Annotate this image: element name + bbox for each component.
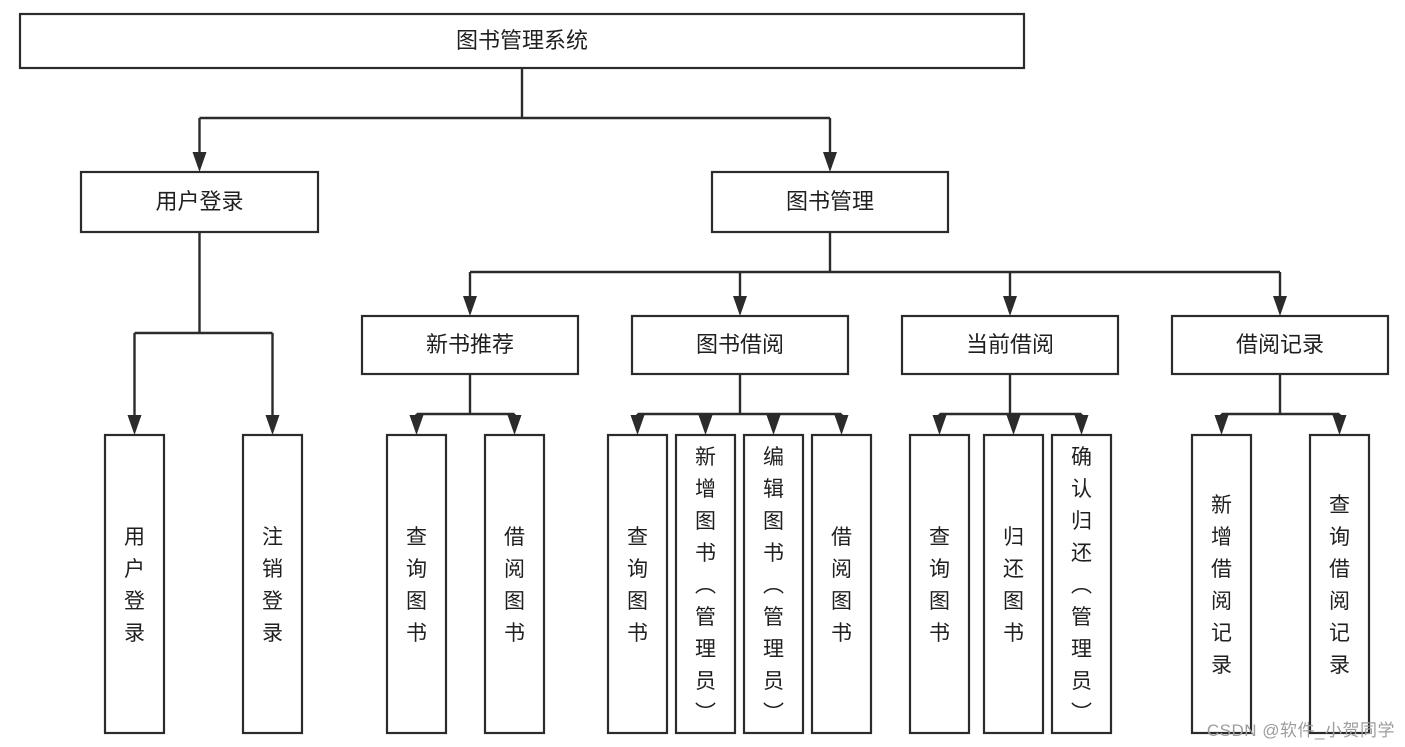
- leaf-node[interactable]: 注销登录: [241, 433, 304, 735]
- connector-lines: [127, 68, 1347, 435]
- arrow-head-icon: [630, 415, 645, 435]
- category-label: 图书借阅: [696, 332, 784, 357]
- arrow-head-icon: [1074, 415, 1089, 435]
- root-box[interactable]: [18, 12, 1026, 70]
- leaf-node[interactable]: 查询图书: [385, 433, 448, 735]
- leaf-label: 借阅图书: [504, 526, 525, 645]
- branch-node[interactable]: 用户登录: [79, 170, 320, 234]
- branch-label: 用户登录: [155, 189, 243, 214]
- leaf-label: 确认归还︵管理员︶: [1071, 446, 1092, 725]
- node-boxes: 图书管理系统用户登录图书管理新书推荐图书借阅当前借阅借阅记录用户登录注销登录查询…: [18, 12, 1390, 735]
- arrow-head-icon: [127, 415, 142, 435]
- leaf-label: 注销登录: [262, 526, 283, 645]
- leaf-label: 查询图书: [627, 526, 648, 645]
- leaf-label: 查询图书: [406, 526, 427, 645]
- arrow-head-icon: [1332, 415, 1347, 435]
- leaf-node[interactable]: 新增借阅记录: [1190, 433, 1253, 735]
- arrow-head-icon: [265, 415, 280, 435]
- leaf-box[interactable]: [385, 433, 448, 735]
- arrow-head-icon: [823, 152, 837, 172]
- leaf-box[interactable]: [674, 433, 737, 735]
- leaf-label: 新增借阅记录: [1211, 494, 1232, 677]
- leaf-box[interactable]: [1050, 433, 1113, 735]
- category-box[interactable]: [360, 314, 580, 376]
- leaf-box[interactable]: [742, 433, 805, 735]
- arrow-head-icon: [932, 415, 947, 435]
- root-node[interactable]: 图书管理系统: [18, 12, 1026, 70]
- leaf-label: 用户登录: [124, 526, 145, 645]
- leaf-node[interactable]: 查询图书: [606, 433, 669, 735]
- root-label: 图书管理系统: [456, 28, 588, 53]
- arrow-head-icon: [1214, 415, 1229, 435]
- leaf-label: 借阅图书: [831, 526, 852, 645]
- leaf-node[interactable]: 查询图书: [908, 433, 971, 735]
- leaf-node[interactable]: 编辑图书︵管理员︶: [742, 433, 805, 735]
- branch-label: 图书管理: [786, 189, 874, 214]
- arrow-head-icon: [1006, 415, 1021, 435]
- category-label: 借阅记录: [1236, 332, 1324, 357]
- arrow-head-icon: [766, 415, 781, 435]
- leaf-node[interactable]: 归还图书: [982, 433, 1045, 735]
- arrow-head-icon: [192, 152, 207, 172]
- leaf-box[interactable]: [908, 433, 971, 735]
- leaf-box[interactable]: [1308, 433, 1371, 735]
- category-box[interactable]: [630, 314, 850, 376]
- leaf-box[interactable]: [1190, 433, 1253, 735]
- category-box[interactable]: [900, 314, 1120, 376]
- arrow-head-icon: [733, 296, 747, 316]
- leaf-node[interactable]: 查询借阅记录: [1308, 433, 1371, 735]
- arrow-head-icon: [463, 296, 477, 316]
- arrow-head-icon: [834, 415, 849, 435]
- category-node[interactable]: 新书推荐: [360, 314, 580, 376]
- category-node[interactable]: 借阅记录: [1170, 314, 1390, 376]
- category-label: 当前借阅: [966, 332, 1054, 357]
- branch-node[interactable]: 图书管理: [710, 170, 950, 234]
- watermark-text: CSDN @软件_小贺同学: [1206, 721, 1395, 740]
- leaf-node[interactable]: 用户登录: [103, 433, 166, 735]
- arrow-head-icon: [1003, 296, 1017, 316]
- arrow-head-icon: [698, 415, 713, 435]
- branch-box[interactable]: [710, 170, 950, 234]
- category-node[interactable]: 当前借阅: [900, 314, 1120, 376]
- leaf-node[interactable]: 确认归还︵管理员︶: [1050, 433, 1113, 735]
- leaf-box[interactable]: [241, 433, 304, 735]
- leaf-box[interactable]: [103, 433, 166, 735]
- category-label: 新书推荐: [426, 332, 514, 357]
- arrow-head-icon: [1273, 296, 1287, 316]
- leaf-box[interactable]: [982, 433, 1045, 735]
- leaf-box[interactable]: [606, 433, 669, 735]
- leaf-label: 新增图书︵管理员︶: [695, 446, 716, 725]
- leaf-label: 编辑图书︵管理员︶: [763, 446, 784, 725]
- leaf-node[interactable]: 借阅图书: [483, 433, 546, 735]
- leaf-node[interactable]: 借阅图书: [810, 433, 873, 735]
- category-node[interactable]: 图书借阅: [630, 314, 850, 376]
- leaf-label: 查询借阅记录: [1329, 494, 1350, 677]
- arrow-head-icon: [507, 415, 522, 435]
- leaf-label: 查询图书: [929, 526, 950, 645]
- leaf-node[interactable]: 新增图书︵管理员︶: [674, 433, 737, 735]
- leaf-box[interactable]: [483, 433, 546, 735]
- branch-box[interactable]: [79, 170, 320, 234]
- leaf-box[interactable]: [810, 433, 873, 735]
- leaf-label: 归还图书: [1003, 526, 1024, 645]
- arrow-head-icon: [409, 415, 424, 435]
- category-box[interactable]: [1170, 314, 1390, 376]
